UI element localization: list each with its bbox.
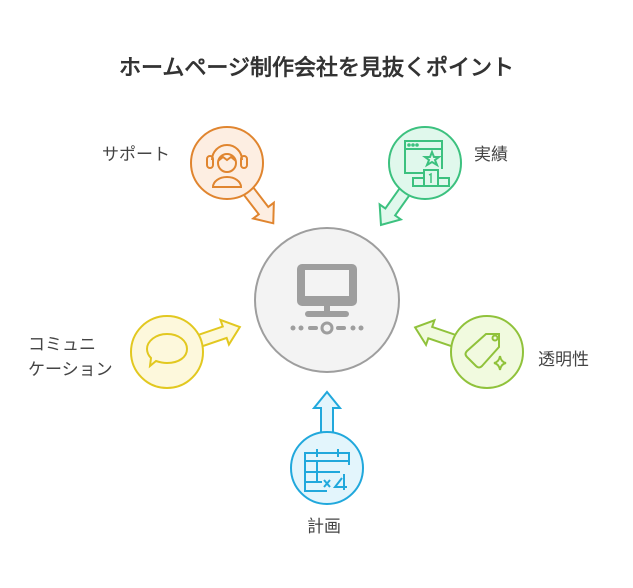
speech-bubble-icon [145,332,189,369]
center-node [254,227,400,373]
award-podium-icon [404,140,450,187]
label-communication-line2: ケーション [28,360,113,380]
headset-person-icon [206,144,248,188]
node-transparency [450,315,524,389]
price-tag-icon [464,333,507,371]
label-communication-line1: コミュニ [28,335,96,355]
node-track-record [388,126,462,200]
label-plan: 計画 [307,517,341,537]
diagram-title: ホームページ制作会社を見抜くポイント [119,56,514,81]
label-track-record: 実績 [474,145,508,165]
node-plan [290,431,364,505]
label-transparency: 透明性 [538,350,589,370]
monitor-network-icon [290,264,364,335]
node-support [190,126,264,200]
label-support: サポート [102,145,170,165]
node-communication [130,315,204,389]
calendar-x4-icon [304,449,350,492]
